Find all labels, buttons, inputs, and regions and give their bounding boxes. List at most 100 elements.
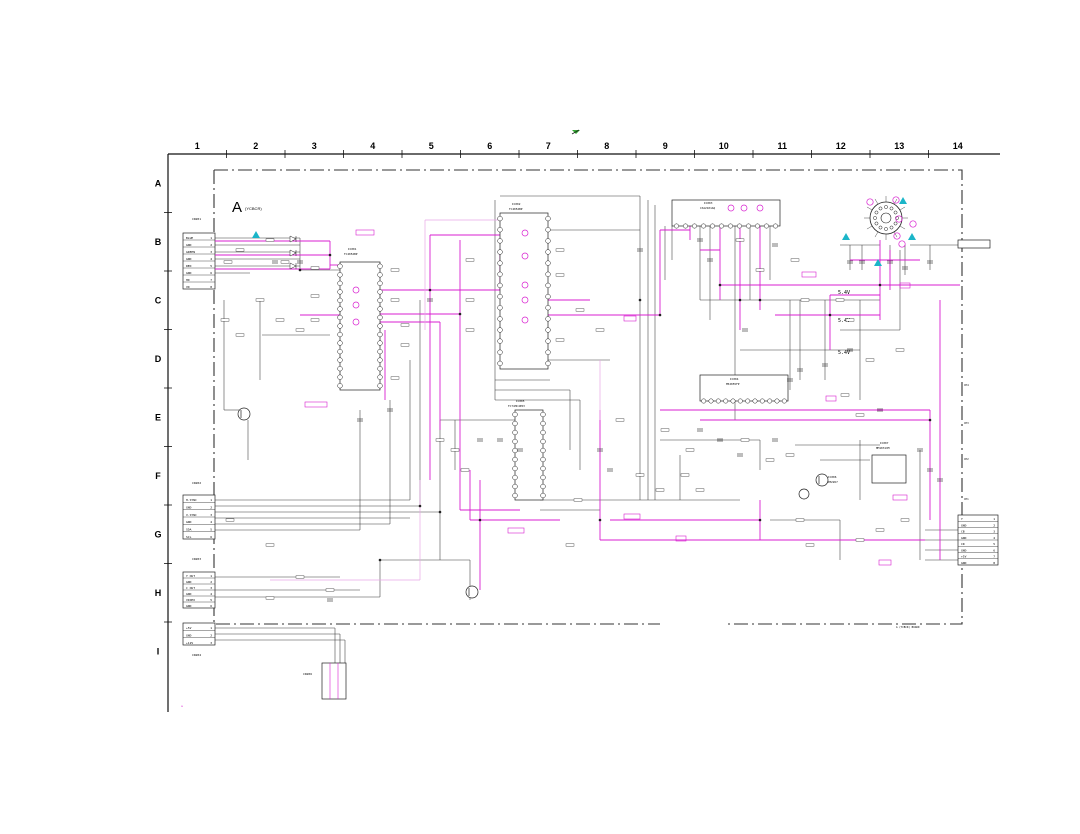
resistor (795, 518, 805, 522)
resistor (790, 258, 800, 262)
junction-dot (298, 268, 302, 272)
board-letter: A (232, 199, 242, 216)
resistor (280, 260, 290, 264)
ic-pin (337, 289, 343, 295)
ic-pin (377, 314, 383, 321)
ic-pin (719, 223, 724, 229)
column-number: 7 (546, 141, 551, 151)
resistor (390, 298, 400, 302)
resistor (235, 248, 245, 252)
connector-pin-label: GND (186, 505, 192, 509)
connector-pin-label: HD (186, 278, 190, 282)
connector-pin (884, 205, 888, 209)
ic-pin (512, 429, 518, 436)
transistor-left (237, 407, 251, 421)
ic-pin (337, 314, 343, 321)
connector-top-right (957, 239, 991, 249)
resistor (555, 248, 565, 252)
connector-pin (874, 210, 879, 215)
ic-pin (692, 223, 697, 229)
ic-pin (497, 227, 503, 233)
resistor (573, 498, 583, 502)
resistor (685, 448, 695, 452)
connector-pin-number: 2 (210, 580, 212, 584)
resistor (595, 328, 605, 332)
warning-icon (842, 233, 850, 240)
ic-pin (746, 223, 751, 229)
resistor (755, 268, 765, 272)
ic-pin (497, 293, 503, 300)
ic-pin (545, 227, 551, 233)
resistor (565, 543, 575, 547)
page-mark: a (181, 704, 183, 708)
connector-pin-number: 6 (993, 548, 995, 552)
ic-pin (337, 272, 343, 278)
row-letter: C (155, 295, 162, 305)
ic-pin (545, 260, 551, 266)
connector-title: CN204 (192, 653, 201, 657)
connector-pin-number: 4 (210, 520, 212, 524)
column-number: 12 (836, 141, 846, 151)
ic-pin (728, 223, 733, 229)
connector-pin-label: SCL (186, 535, 192, 539)
ic-pin (512, 492, 518, 499)
signal-pin (893, 232, 901, 240)
ic-pin (773, 223, 778, 229)
ic-pin (377, 331, 383, 338)
signal-pin (521, 316, 529, 324)
connector-pin (874, 221, 879, 226)
ic-pin (545, 305, 551, 311)
resistor (615, 418, 625, 422)
ic-label: IC002 (512, 202, 521, 206)
warning-icon (874, 259, 882, 266)
connector-pin-number: 1 (993, 517, 995, 521)
resistor (765, 458, 775, 462)
side-label: CH3 (964, 421, 969, 425)
resistor (660, 428, 670, 432)
ic-pin (545, 293, 551, 300)
ic-pin (497, 249, 503, 255)
junction-dot (438, 510, 442, 514)
ic-pin (337, 366, 343, 372)
column-number: 10 (719, 141, 729, 151)
ic-pin (377, 357, 383, 363)
connector-pin-number: 8 (210, 285, 212, 289)
resistor (310, 318, 320, 322)
side-label: CH4 (964, 383, 969, 387)
resistor (310, 294, 320, 298)
row-letter: H (155, 588, 162, 598)
connector-pin-label: CR (961, 542, 965, 546)
resistor (390, 376, 400, 380)
connector-block-bottom: CN206 (303, 662, 347, 700)
ic-pin (764, 223, 769, 229)
ic-pins (337, 204, 787, 499)
resistor (575, 308, 585, 312)
resistor (875, 528, 885, 532)
resistor (265, 238, 275, 242)
connector-pin-label: H.SYNC (186, 498, 197, 502)
connector-pin-number: 2 (993, 523, 995, 527)
resistor (635, 473, 645, 477)
row-letter: D (155, 354, 162, 364)
ic-switch-center-top (499, 212, 549, 370)
connector-pin-number: 2 (210, 243, 212, 247)
ic-small-right (871, 454, 907, 484)
connector-pin-number: 3 (210, 641, 212, 645)
ic-pin (737, 398, 743, 404)
connector-pin-number: 1 (210, 574, 212, 578)
ic-pin (540, 456, 546, 463)
ic-pin (512, 474, 518, 481)
resistor (400, 343, 410, 347)
connector-pin-label: GND (186, 243, 192, 247)
ic-label: IC004 (730, 377, 739, 381)
resistor (895, 348, 905, 352)
signal-pin (727, 204, 735, 212)
signal-pin (866, 198, 874, 206)
connector-pin-label: V.SYNC (186, 513, 197, 517)
resistor (265, 596, 275, 600)
signal-pin (740, 204, 748, 212)
connector-pin (878, 225, 883, 230)
